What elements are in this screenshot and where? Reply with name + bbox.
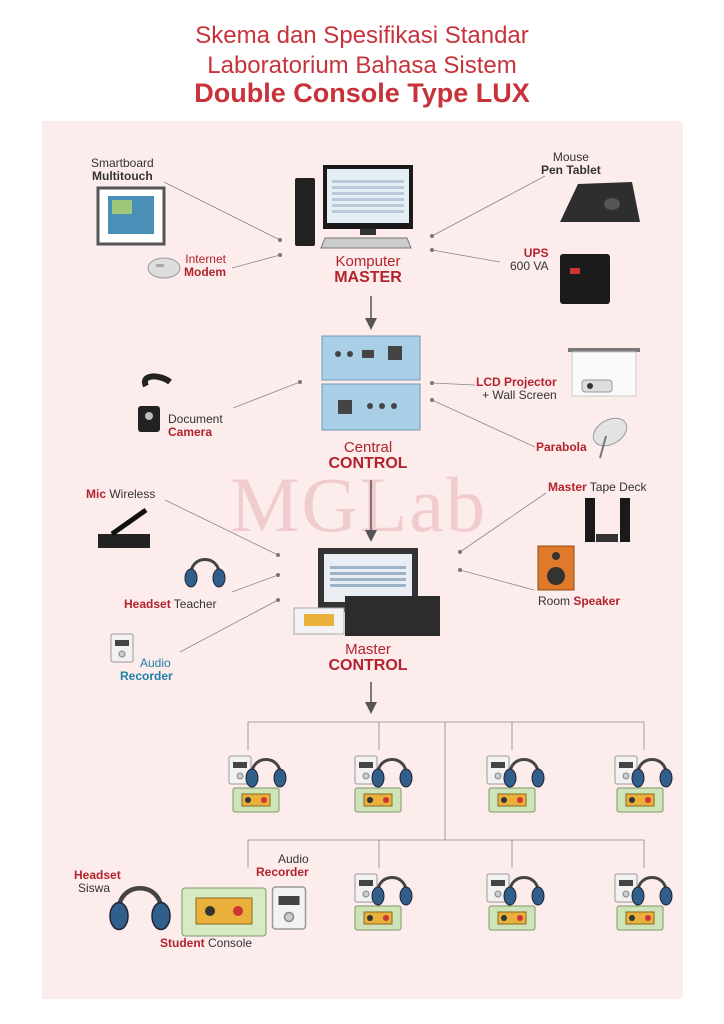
label-mouse: Mouse Pen Tablet bbox=[541, 150, 601, 177]
ups-icon bbox=[560, 254, 610, 304]
label-central-control: Central CONTROL bbox=[328, 439, 408, 472]
document-camera-icon bbox=[138, 373, 172, 432]
student-station-1-2 bbox=[354, 755, 414, 813]
student-console-icon bbox=[181, 887, 267, 937]
student-station-1-4 bbox=[614, 755, 674, 813]
student-station-2-3 bbox=[486, 873, 546, 931]
label-projector: LCD Projector + Wall Screen bbox=[476, 375, 557, 402]
label-document-camera: Document Camera bbox=[168, 412, 223, 439]
pen-tablet-icon bbox=[560, 182, 640, 222]
label-student-console: Student Console bbox=[160, 936, 253, 950]
modem-icon bbox=[147, 257, 181, 279]
headset-teacher-icon bbox=[183, 558, 227, 589]
student-station-1-1 bbox=[228, 755, 288, 813]
label-mic-wireless: Mic Wireless bbox=[86, 487, 156, 501]
watermark: MGLab bbox=[230, 461, 487, 548]
title-line-3: Double Console Type LUX bbox=[194, 78, 530, 108]
parabola-icon bbox=[592, 417, 628, 459]
computer-icon bbox=[295, 165, 413, 249]
label-tape-deck: Master Tape Deck bbox=[548, 480, 647, 494]
projector-icon bbox=[568, 348, 640, 397]
student-station-2-2 bbox=[354, 873, 414, 931]
label-smartboard: Smartboard Multitouch bbox=[91, 156, 154, 183]
mic-wireless-icon bbox=[98, 507, 150, 548]
label-ups: UPS 600 VA bbox=[510, 246, 549, 273]
connector-lines bbox=[163, 175, 645, 868]
student-station-1-3 bbox=[486, 755, 546, 813]
label-parabola: Parabola bbox=[536, 440, 587, 454]
title-line-1: Skema dan Spesifikasi Standar bbox=[195, 22, 529, 49]
label-room-speaker: Room Speaker bbox=[538, 594, 621, 608]
master-control-icon bbox=[293, 548, 440, 636]
smartboard-icon bbox=[96, 186, 166, 246]
label-audio-recorder-master: Audio Recorder bbox=[120, 656, 173, 683]
room-speaker-icon bbox=[537, 545, 575, 591]
central-control-icon bbox=[321, 335, 421, 431]
label-headset-teacher: Headset Teacher bbox=[124, 597, 217, 611]
audio-recorder-student-icon bbox=[271, 886, 307, 930]
student-station-2-4 bbox=[614, 873, 674, 931]
connector-dots bbox=[276, 234, 462, 602]
label-master-control: Master CONTROL bbox=[328, 641, 408, 674]
label-headset-siswa: Headset Siswa bbox=[74, 868, 121, 895]
tape-deck-icon bbox=[585, 498, 630, 542]
label-komputer-master: Komputer MASTER bbox=[334, 253, 402, 286]
label-modem: Internet Modem bbox=[184, 252, 226, 279]
title-line-2: Laboratorium Bahasa Sistem bbox=[207, 52, 517, 79]
label-audio-recorder-student: Audio Recorder bbox=[256, 852, 309, 879]
